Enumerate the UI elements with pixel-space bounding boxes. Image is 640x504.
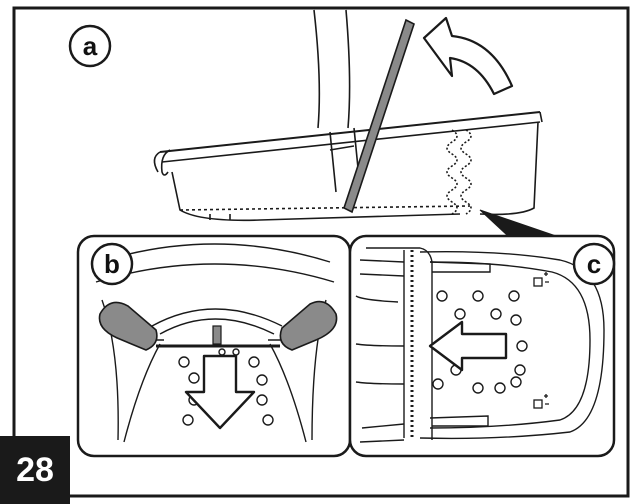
left-arrow-icon bbox=[428, 320, 508, 372]
panel-b-label: b bbox=[104, 249, 120, 279]
panel-a-illustration bbox=[153, 9, 543, 222]
center-latch bbox=[212, 325, 222, 345]
panel-c-label: c bbox=[587, 249, 601, 279]
panel-a-marker bbox=[68, 24, 112, 68]
panel-c-marker bbox=[572, 242, 616, 286]
handle-right bbox=[279, 300, 338, 351]
lock-symbol-icon bbox=[533, 272, 549, 409]
panel-b-marker bbox=[90, 242, 134, 286]
handle-left bbox=[98, 301, 158, 351]
outer-frame bbox=[12, 6, 630, 498]
curved-arrow-icon bbox=[422, 16, 514, 96]
zoom-pointer bbox=[479, 209, 557, 237]
down-arrow-icon bbox=[184, 354, 256, 430]
step-number-badge: 28 bbox=[0, 436, 70, 504]
panel-a-label: a bbox=[83, 31, 98, 61]
panel-c-illustration bbox=[355, 247, 605, 443]
carrycot-handle bbox=[343, 18, 415, 214]
